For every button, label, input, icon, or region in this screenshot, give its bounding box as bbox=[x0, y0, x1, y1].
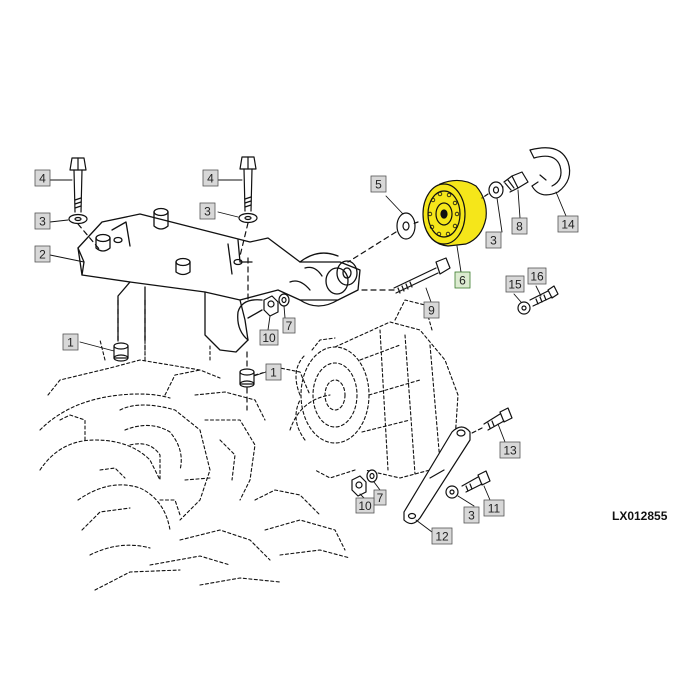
callout-3a: 3 bbox=[34, 212, 51, 230]
sleeve-left bbox=[113, 342, 129, 362]
callout-4a-label: 4 bbox=[39, 172, 46, 186]
callout-8-label: 8 bbox=[516, 220, 523, 234]
washer-lower bbox=[445, 485, 459, 499]
pulley-shield bbox=[529, 147, 571, 196]
callout-7a: 7 bbox=[282, 317, 296, 334]
callout-16: 16 bbox=[527, 267, 547, 285]
callout-10b-label: 10 bbox=[358, 499, 372, 513]
long-bolt bbox=[393, 257, 451, 294]
callout-6: 6 bbox=[454, 271, 471, 289]
callout-15-label: 15 bbox=[508, 278, 522, 292]
callout-3b: 3 bbox=[199, 202, 216, 220]
callout-labels: 1 1 2 3 3 3 3 4 bbox=[34, 169, 579, 545]
callout-5: 5 bbox=[370, 175, 387, 193]
callout-11: 11 bbox=[483, 499, 505, 517]
callout-7a-label: 7 bbox=[286, 319, 293, 333]
pulley-bolt bbox=[503, 171, 529, 193]
callout-10b: 10 bbox=[355, 497, 375, 514]
callout-16-label: 16 bbox=[530, 270, 544, 284]
callout-1b: 1 bbox=[265, 363, 282, 381]
washer-5 bbox=[396, 212, 416, 240]
callout-2-label: 2 bbox=[39, 248, 46, 262]
callout-3a-label: 3 bbox=[39, 215, 46, 229]
washer-left bbox=[68, 213, 88, 225]
leader-lines bbox=[49, 179, 567, 533]
callout-13: 13 bbox=[499, 441, 521, 459]
callout-4b: 4 bbox=[202, 169, 219, 187]
callout-15: 15 bbox=[505, 275, 525, 293]
callout-3b-label: 3 bbox=[204, 205, 211, 219]
alternator-dashed bbox=[295, 299, 459, 479]
callout-8: 8 bbox=[511, 217, 528, 235]
main-bracket bbox=[77, 207, 361, 353]
callout-12-label: 12 bbox=[435, 530, 449, 544]
cap-screw-left bbox=[69, 157, 87, 213]
callout-3d-label: 3 bbox=[468, 509, 475, 523]
strap-bolt-13 bbox=[483, 407, 513, 431]
callout-9: 9 bbox=[423, 301, 440, 319]
callout-1a-label: 1 bbox=[67, 336, 74, 350]
callout-10a: 10 bbox=[259, 329, 279, 346]
lock-washer-lower bbox=[366, 469, 378, 483]
small-bolt-16 bbox=[529, 285, 559, 307]
nut-upper bbox=[263, 295, 279, 317]
callout-7b: 7 bbox=[373, 489, 387, 506]
callout-3c: 3 bbox=[485, 231, 502, 249]
callout-1b-label: 1 bbox=[270, 366, 277, 380]
idler-pulley bbox=[422, 179, 487, 247]
callout-11-label: 11 bbox=[488, 502, 501, 516]
callout-3d: 3 bbox=[463, 506, 480, 524]
cap-screw-right bbox=[239, 156, 257, 212]
callout-4a: 4 bbox=[34, 169, 51, 187]
callout-7b-label: 7 bbox=[377, 491, 384, 505]
callout-9-label: 9 bbox=[428, 304, 435, 318]
callout-1a: 1 bbox=[62, 333, 79, 351]
lock-washer-upper bbox=[278, 293, 290, 307]
figure-reference: LX012855 bbox=[612, 509, 668, 523]
sleeve-right bbox=[239, 368, 255, 388]
callout-12: 12 bbox=[431, 527, 453, 545]
washer-15 bbox=[517, 301, 531, 315]
callout-3c-label: 3 bbox=[490, 234, 497, 248]
strap-bolt-11 bbox=[461, 470, 491, 493]
nut-lower bbox=[351, 475, 367, 497]
washer-pulley bbox=[488, 181, 504, 199]
callout-6-label: 6 bbox=[459, 274, 466, 288]
callout-14: 14 bbox=[557, 215, 579, 233]
callout-4b-label: 4 bbox=[207, 172, 214, 186]
engine-housing-dashed bbox=[39, 334, 351, 591]
adjusting-strap bbox=[403, 426, 471, 525]
callout-10a-label: 10 bbox=[262, 331, 276, 345]
callout-13-label: 13 bbox=[503, 444, 517, 458]
washer-right bbox=[238, 212, 258, 224]
callout-5-label: 5 bbox=[375, 178, 382, 192]
callout-14-label: 14 bbox=[561, 218, 575, 232]
callout-2: 2 bbox=[34, 245, 51, 263]
